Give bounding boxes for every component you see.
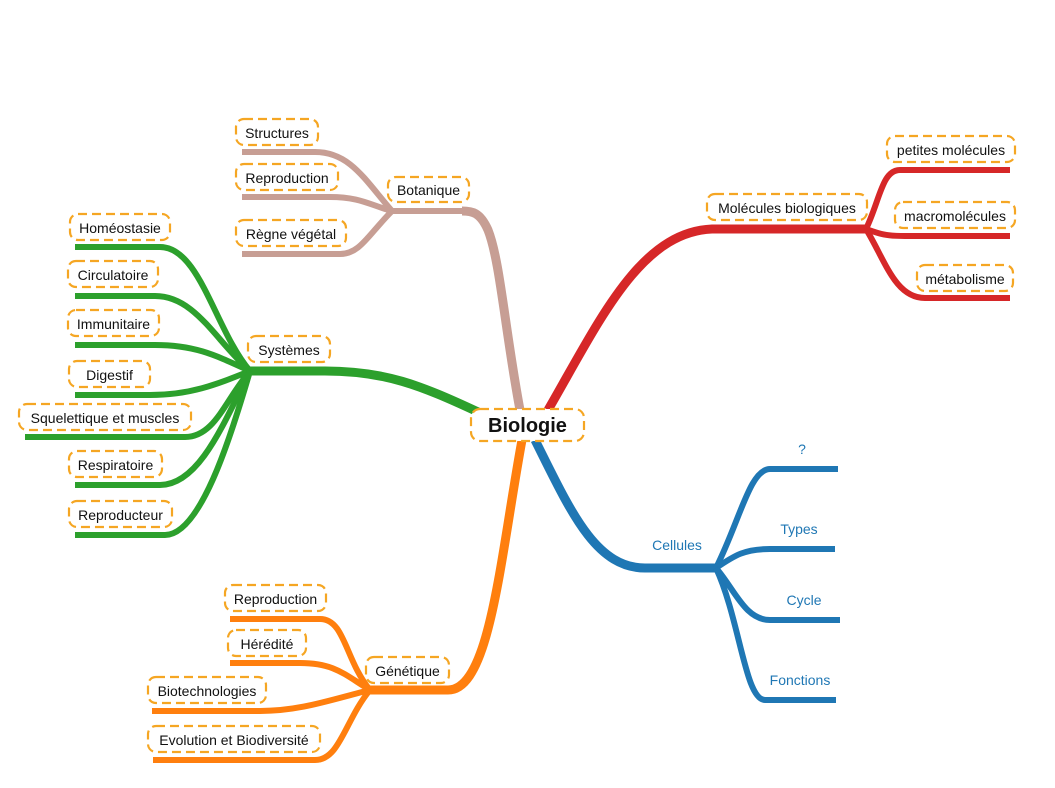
structures-label: Structures [245,125,309,141]
genetique-subbranches [152,616,373,763]
node-reproduction-botanique[interactable]: Reproduction [234,162,340,192]
link-immunitaire [75,342,252,374]
reproducteur-label: Reproducteur [78,507,163,523]
node-fonctions[interactable]: Fonctions [770,672,831,688]
link-biotechnologies [152,687,371,714]
molecules-label: Molécules biologiques [718,200,856,216]
node-types[interactable]: Types [780,521,817,537]
branch-cellules [530,437,716,573]
circulatoire-label: Circulatoire [78,267,149,283]
types-label: Types [780,521,817,537]
reproduction-botanique-label: Reproduction [245,170,328,186]
root-label: Biologie [488,415,567,437]
node-circulatoire[interactable]: Circulatoire [66,259,160,289]
regne-vegetal-label: Règne végétal [246,226,336,242]
petites-molecules-label: petites molécules [897,142,1005,158]
node-cycle[interactable]: Cycle [786,592,821,608]
immunitaire-label: Immunitaire [77,316,150,332]
respiratoire-label: Respiratoire [78,457,154,473]
link-metabolisme [863,227,1010,301]
biotechnologies-label: Biotechnologies [158,683,257,699]
genetique-label: Génétique [375,663,440,679]
fonctions-label: Fonctions [770,672,831,688]
link-structures [242,149,462,214]
link-digestif [75,368,252,398]
node-cellules[interactable]: Cellules [652,537,702,553]
link-question [713,466,838,570]
node-homeostasie[interactable]: Homéostasie [68,212,172,242]
node-metabolisme[interactable]: métabolisme [915,263,1015,293]
evolution-label: Evolution et Biodiversité [159,732,309,748]
link-fonctions [713,566,836,703]
node-petites-molecules[interactable]: petites molécules [885,134,1017,164]
botanique-subbranches [242,149,462,257]
node-question[interactable]: ? [798,441,806,457]
heredite-label: Hérédité [241,636,294,652]
squelettique-label: Squelettique et muscles [31,410,180,426]
node-digestif[interactable]: Digestif [67,359,152,389]
node-biotechnologies[interactable]: Biotechnologies [146,675,268,705]
link-types [714,546,835,571]
node-genetique[interactable]: Génétique [364,655,451,685]
link-reproduction-gen [230,616,373,692]
cellules-subbranches [713,466,840,703]
node-botanique[interactable]: Botanique [386,175,471,204]
node-evolution[interactable]: Evolution et Biodiversité [146,724,322,754]
question-label: ? [798,441,806,457]
branch-botanique [461,206,525,411]
link-petites-molecules [863,167,1010,231]
metabolisme-label: métabolisme [925,271,1005,287]
node-reproducteur[interactable]: Reproducteur [67,499,174,529]
link-evolution [153,688,373,763]
link-homeostasie [75,244,253,373]
link-respiratoire [75,369,253,488]
link-heredite [230,660,372,693]
node-immunitaire[interactable]: Immunitaire [66,308,161,338]
digestif-label: Digestif [86,367,133,383]
root-node[interactable]: Biologie [469,407,586,443]
link-macromolecules [864,226,1010,239]
link-circulatoire [75,293,252,374]
node-respiratoire[interactable]: Respiratoire [67,449,164,479]
link-reproduction-bot [242,194,393,214]
node-squelettique[interactable]: Squelettique et muscles [17,402,193,432]
link-reproducteur [75,370,253,538]
branch-systemes [250,366,480,417]
node-molecules[interactable]: Molécules biologiques [705,192,869,222]
botanique-label: Botanique [397,182,460,198]
branch-molecules [544,224,866,413]
cellules-label: Cellules [652,537,702,553]
node-systemes[interactable]: Systèmes [246,334,332,364]
branch-genetique [370,439,527,695]
molecules-subbranches [863,167,1010,301]
systemes-subbranches [25,244,253,538]
node-structures[interactable]: Structures [234,117,320,147]
macromolecules-label: macromolécules [904,208,1006,224]
systemes-label: Systèmes [258,342,319,358]
cycle-label: Cycle [786,592,821,608]
node-macromolecules[interactable]: macromolécules [893,200,1017,230]
node-regne-vegetal[interactable]: Règne végétal [234,218,348,248]
homeostasie-label: Homéostasie [79,220,161,236]
node-reproduction-genetique[interactable]: Reproduction [223,583,328,613]
reproduction-genetique-label: Reproduction [234,591,317,607]
link-regne-vegetal [242,208,395,257]
node-heredite[interactable]: Hérédité [226,628,308,658]
